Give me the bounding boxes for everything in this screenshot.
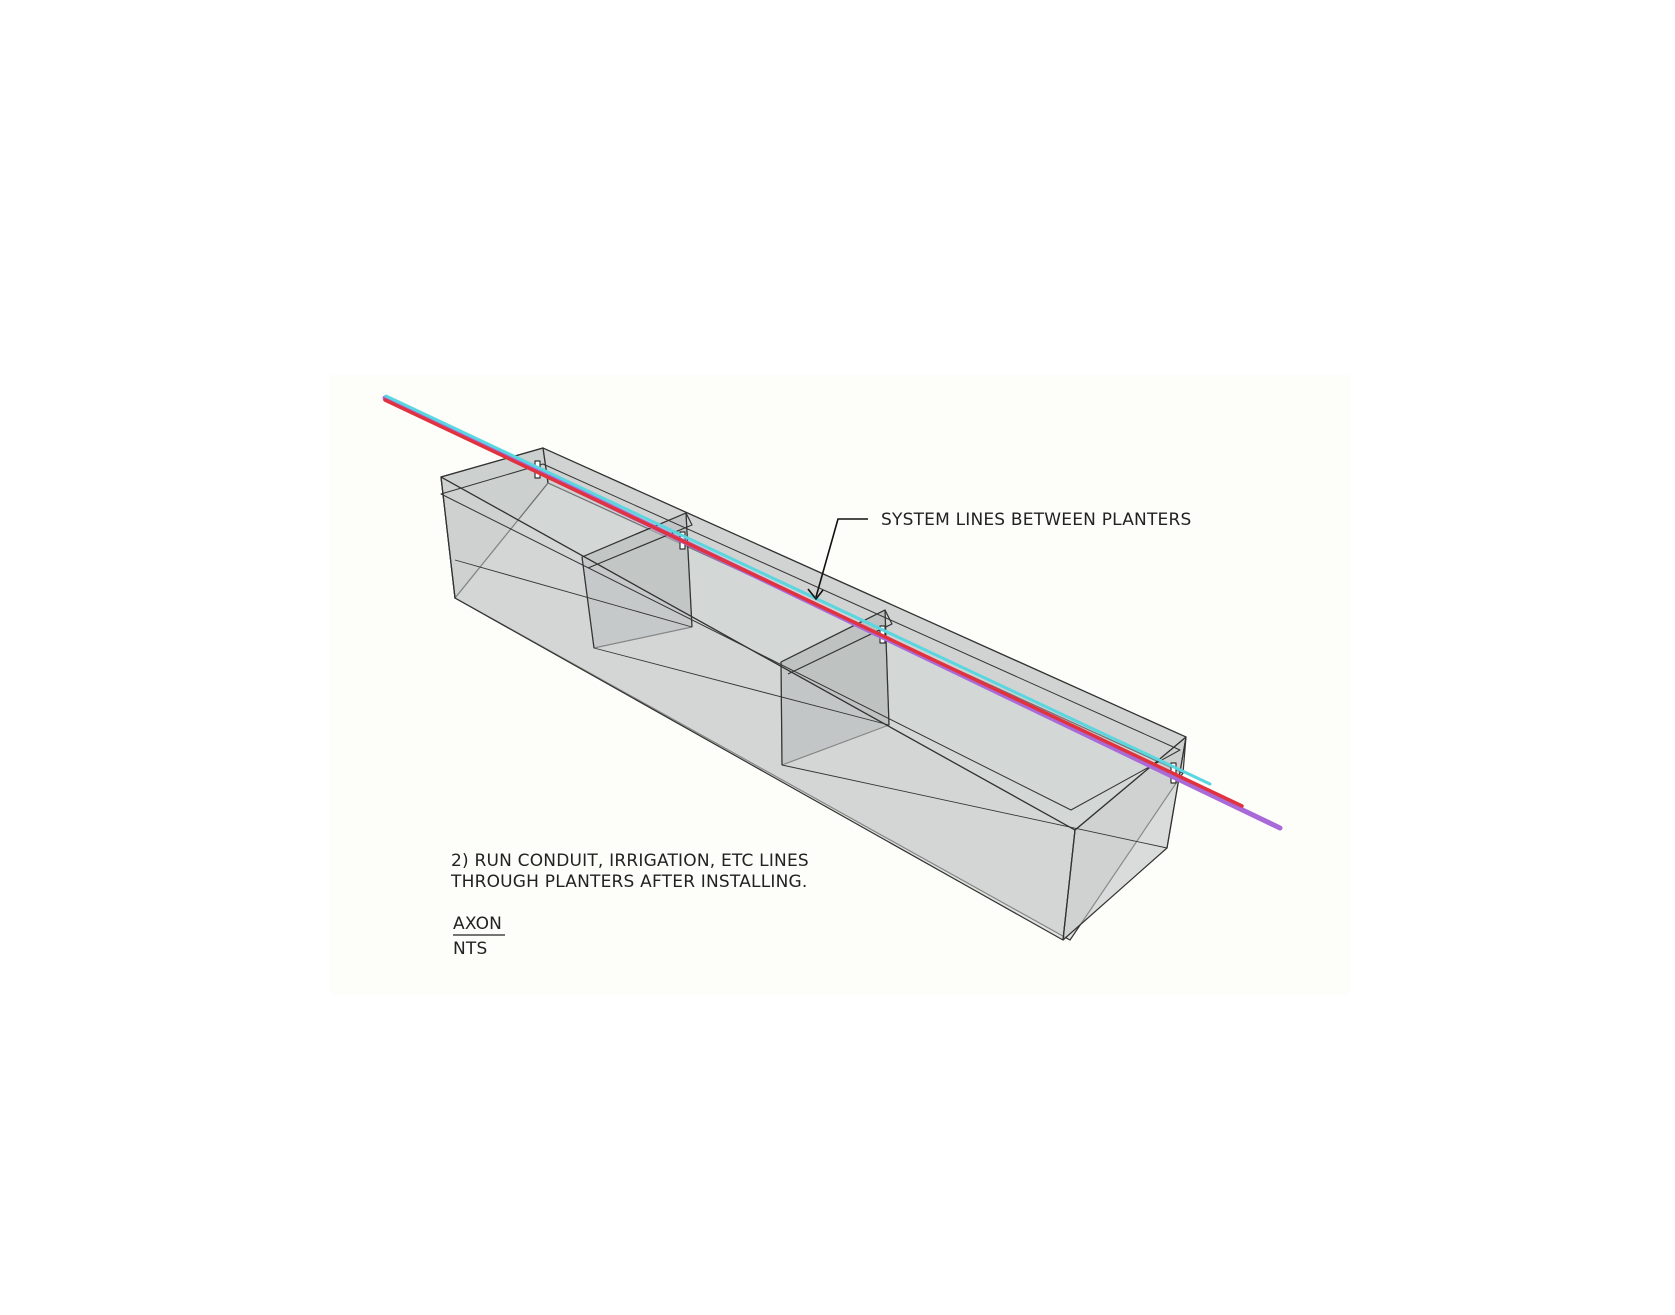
divider-1-rim [581,512,693,569]
planter-edge-f [884,609,890,726]
floor-seam-1 [454,559,693,628]
planter-edge-c [581,556,595,649]
system-line-cyan [384,394,1212,786]
system-line-red [383,398,1244,808]
view-title: AXON [453,914,502,934]
planter-edge-e [780,661,783,766]
planter-edge-g [1062,829,1076,941]
callout-leader [807,518,868,601]
planter-rim-inner [440,463,1181,811]
view-scale: NTS [453,939,488,959]
note-line-2: THROUGH PLANTERS AFTER INSTALLING. [450,872,807,892]
planter-edge-d [685,512,693,628]
callout-text: SYSTEM LINES BETWEEN PLANTERS [881,510,1192,530]
planter-edge-a [440,476,456,599]
floor-seam-2 [593,647,890,726]
system-lines [382,394,1283,831]
planter-assembly [440,447,1187,941]
floor-seam-3 [781,764,1168,849]
planter-edge-h [1166,736,1187,849]
note-line-1: 2) RUN CONDUIT, IRRIGATION, ETC LINES [451,851,809,871]
divider-2-rim [780,609,893,675]
